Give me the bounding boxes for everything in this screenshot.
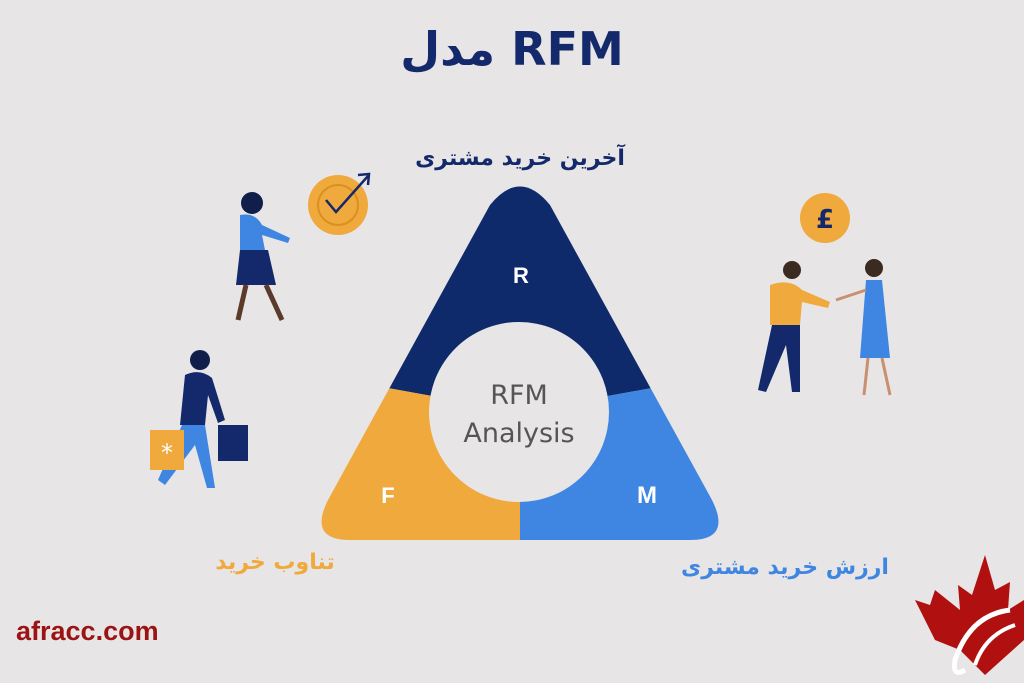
f-letter: F — [381, 483, 394, 508]
center-text-line1: RFM — [490, 380, 548, 411]
maple-leaf-logo — [915, 555, 1024, 675]
center-circle — [429, 322, 609, 502]
woman-figure-illustration — [235, 192, 290, 322]
clock-icon — [308, 172, 371, 235]
monetary-label: ارزش خرید مشتری — [681, 555, 889, 580]
svg-text:£: £ — [816, 205, 834, 235]
frequency-label: تناوب خرید — [215, 550, 335, 575]
recency-label: آخرین خرید مشتری — [415, 146, 625, 171]
r-letter: R — [513, 263, 529, 288]
page-title: مدل RFM — [400, 22, 624, 76]
svg-text:*: * — [161, 439, 173, 467]
shopper-figure-illustration: * — [150, 350, 248, 488]
website-link[interactable]: afracc.com — [16, 616, 159, 646]
center-text-line2: Analysis — [463, 418, 574, 449]
payment-exchange-illustration — [758, 259, 892, 396]
m-letter: M — [637, 482, 657, 509]
pound-coin-icon: £ — [800, 193, 850, 243]
